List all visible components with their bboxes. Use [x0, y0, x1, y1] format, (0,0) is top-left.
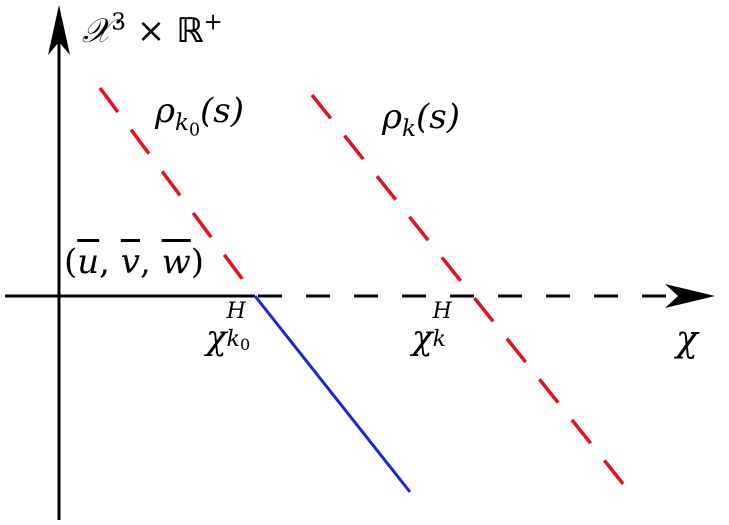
- tick-chi-h-k: χ H k: [412, 301, 463, 358]
- curve-rho-k0-label: ρk0(s): [155, 91, 245, 139]
- curve-rho-k-label: ρk(s): [382, 97, 460, 140]
- rho-symbol: ρ: [155, 91, 175, 131]
- chi-symbol: χ: [676, 319, 698, 360]
- plus-superscript: +: [203, 9, 223, 36]
- vertical-arrowhead-icon: [48, 5, 70, 55]
- tick-chi-h-k0: χ H k0: [206, 301, 261, 358]
- vertical-axis: [48, 5, 70, 520]
- curve-rho-k0: [98, 86, 257, 298]
- space-symbol: 𝒳: [82, 11, 112, 51]
- zero-subsubscript: 0: [239, 335, 251, 354]
- h-superscript: H: [226, 299, 246, 324]
- vertical-axis-label: 𝒳3 × ℝ+: [82, 11, 223, 51]
- blue-segment: [253, 295, 412, 493]
- k-subscript: k: [175, 109, 190, 136]
- w-bar: w: [161, 242, 191, 282]
- point-label: (u, v, w): [64, 242, 205, 282]
- k-subscript: k: [226, 327, 240, 352]
- exponent: 3: [111, 9, 126, 36]
- argument: (s): [200, 91, 245, 131]
- curve-rho-k: [310, 93, 634, 497]
- chi-symbol: χ: [412, 318, 433, 358]
- h-superscript: H: [432, 299, 452, 324]
- v-bar: v: [120, 242, 141, 282]
- chi-symbol: χ: [206, 318, 227, 358]
- k-subscript: k: [402, 115, 417, 142]
- argument: (s): [416, 97, 460, 137]
- reals-symbol: ℝ: [176, 11, 204, 51]
- rho-symbol: ρ: [382, 97, 402, 137]
- zero-subsubscript: 0: [189, 120, 201, 141]
- u-bar: u: [77, 242, 100, 282]
- horizontal-axis: [5, 284, 715, 308]
- times-symbol: ×: [125, 11, 177, 51]
- k-subscript: k: [432, 327, 446, 352]
- horizontal-axis-label: χ: [676, 322, 698, 358]
- horizontal-arrowhead-icon: [665, 284, 715, 308]
